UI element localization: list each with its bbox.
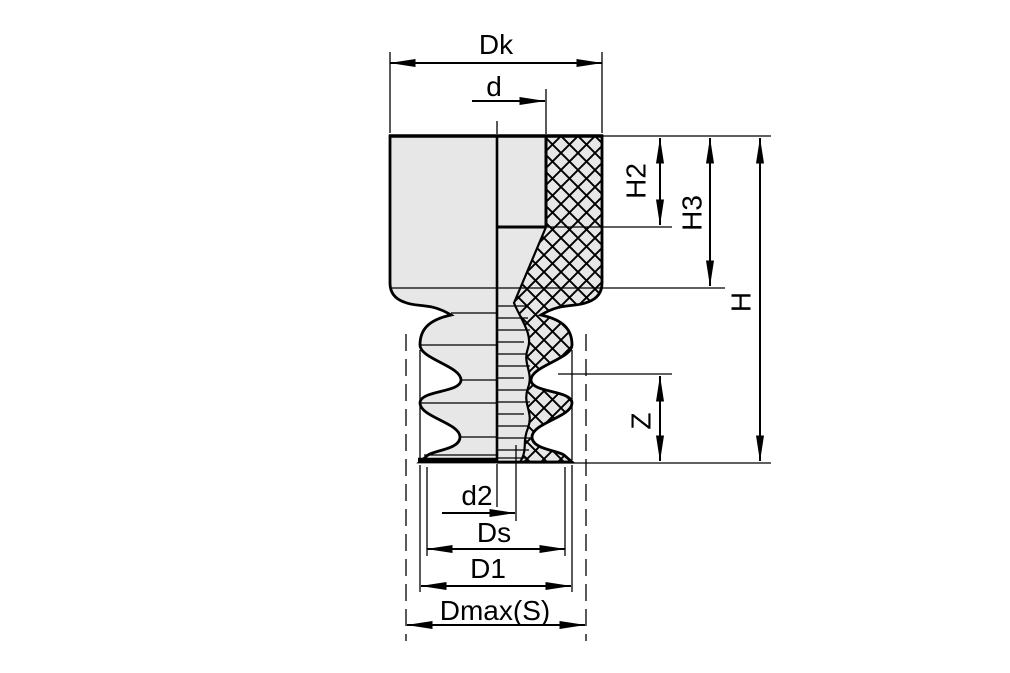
dim-d: d	[472, 71, 547, 134]
dim-ds-label: Ds	[477, 517, 511, 548]
dim-h2-label: H2	[621, 163, 652, 199]
dim-dmax: Dmax(S)	[406, 595, 586, 629]
dim-h: H	[726, 137, 764, 462]
dim-d2-label: d2	[461, 480, 492, 511]
dim-h3: H3	[677, 137, 714, 287]
dim-ds: Ds	[426, 467, 566, 556]
section-wall-crosshatch	[512, 134, 604, 464]
dim-dmax-label: Dmax(S)	[440, 595, 550, 626]
dim-h3-label: H3	[677, 195, 708, 231]
silhouette-feature-lines	[421, 312, 497, 456]
dim-d2: d2	[442, 445, 517, 521]
dim-d1-label: D1	[470, 553, 506, 584]
dim-h2: H2	[546, 137, 672, 228]
dim-d1: D1	[419, 465, 573, 592]
dim-dk: Dk	[389, 29, 603, 133]
dim-z-label: Z	[626, 412, 657, 429]
dim-z: Z	[558, 373, 672, 462]
dim-h-label: H	[726, 292, 757, 312]
dim-d-label: d	[486, 71, 502, 102]
dim-dk-label: Dk	[479, 29, 514, 60]
cavity-hatch-lines	[497, 305, 530, 459]
